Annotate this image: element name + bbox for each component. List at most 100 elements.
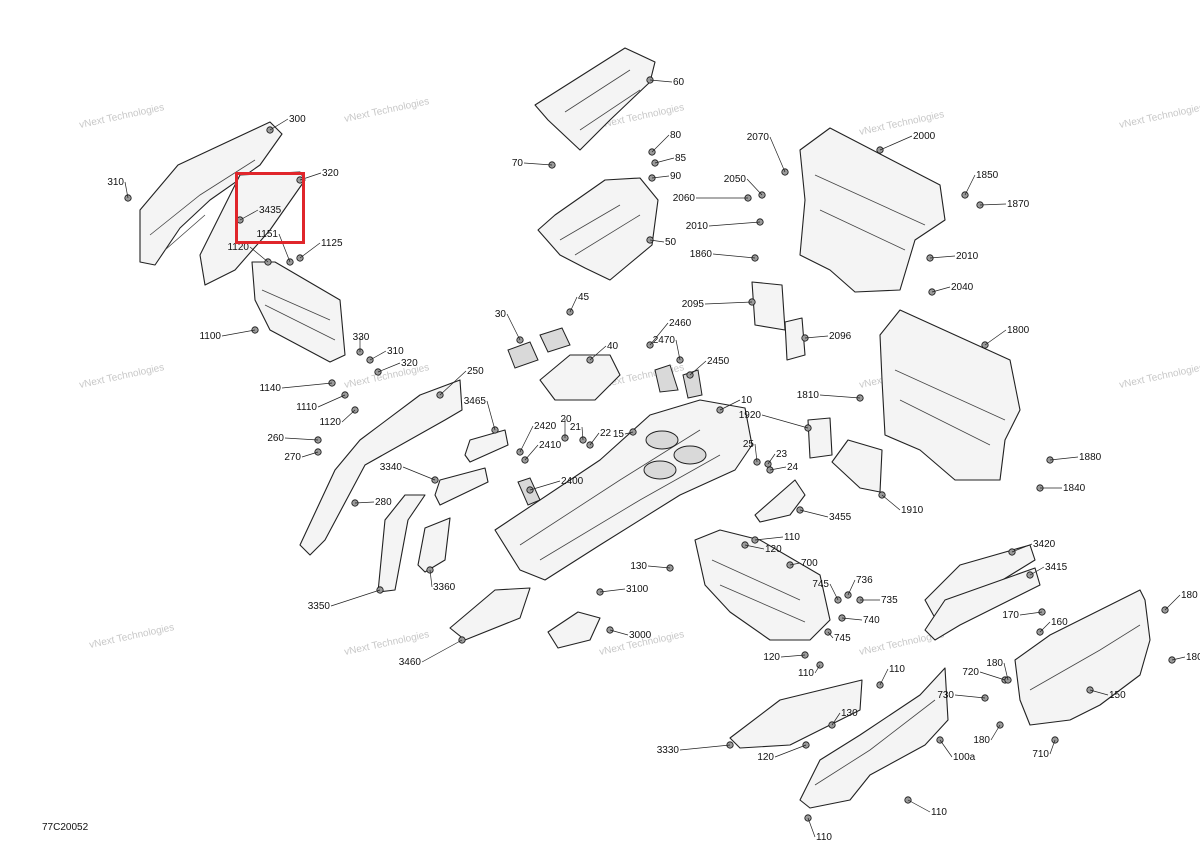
panel-1920-part — [807, 417, 833, 459]
callout-label: 1870 — [1007, 199, 1030, 210]
callout-label: 730 — [937, 690, 954, 701]
callout-label: 180 — [1181, 590, 1198, 601]
pad-3415-part — [924, 567, 1041, 641]
leader-line — [249, 246, 269, 263]
callout-label: 180 — [973, 735, 990, 746]
storage-bin-part — [537, 177, 659, 281]
callout-label: 3420 — [1033, 539, 1056, 550]
leader-line — [269, 118, 289, 131]
callout-label: 120 — [763, 652, 780, 663]
leader-line — [609, 629, 629, 636]
leader-line — [881, 494, 901, 511]
callout-label: 3100 — [626, 584, 649, 595]
callout-label: 1920 — [739, 410, 762, 421]
leader-line — [284, 437, 319, 441]
callout-label: 40 — [607, 341, 619, 352]
leader-line — [704, 301, 753, 305]
leader-line — [675, 339, 681, 361]
leader-line — [524, 444, 539, 461]
callout-label: 70 — [512, 158, 524, 169]
leader-line — [239, 209, 259, 221]
rear-wall-2000-part — [799, 127, 946, 293]
callout-label: 45 — [578, 292, 590, 303]
leader-line — [1029, 566, 1045, 576]
callout-label: 736 — [856, 575, 873, 586]
callout-label: 2060 — [673, 193, 696, 204]
callout-label: 745 — [834, 633, 851, 644]
callout-label: 24 — [787, 462, 799, 473]
leader-line — [1049, 456, 1079, 461]
callout-label: 1120 — [227, 242, 249, 253]
leader-line — [647, 565, 671, 569]
leader-line — [939, 739, 953, 758]
callout-label: 720 — [962, 667, 979, 678]
callout-label: 25 — [743, 439, 755, 450]
left-fender-part — [799, 667, 949, 809]
panel-2096-part — [784, 317, 806, 361]
callout-label: 20 — [560, 414, 572, 425]
leader-line — [624, 431, 634, 435]
callout-label: 2050 — [724, 174, 747, 185]
leader-line — [506, 313, 521, 341]
long-trim-part — [299, 379, 463, 556]
leader-line — [649, 239, 665, 243]
callout-label: 700 — [801, 558, 818, 569]
highlight-box — [235, 172, 305, 244]
leader-line — [654, 157, 675, 164]
callout-label: 740 — [863, 615, 880, 626]
right-fender-detail — [1029, 624, 1141, 691]
leader-line — [954, 694, 986, 699]
bracket-panel-part — [251, 261, 346, 363]
leader-line — [907, 799, 931, 813]
callout-label: 3415 — [1045, 562, 1068, 573]
leader-line — [589, 345, 607, 361]
panel-1910-part — [831, 439, 883, 493]
callout-label: 3465 — [464, 396, 487, 407]
watermark-text: vNext Technologies — [343, 629, 430, 658]
storage-bin-detail — [559, 204, 641, 256]
leader-line — [529, 480, 561, 491]
right-fender-part — [1014, 589, 1151, 726]
callout-label: 1880 — [1079, 452, 1102, 463]
rear-wall-2000-detail — [814, 174, 926, 251]
callout-label: 3340 — [380, 462, 403, 473]
callout-label: 60 — [673, 77, 685, 88]
leader-line — [799, 509, 829, 518]
callout-label: 2450 — [707, 356, 730, 367]
callout-label: 280 — [375, 497, 392, 508]
leader-line — [827, 631, 834, 639]
leader-line — [841, 617, 863, 621]
leader-line — [761, 414, 809, 429]
bar-3340-part — [434, 467, 489, 506]
callout-label: 170 — [1002, 610, 1019, 621]
leader-line — [581, 426, 584, 441]
callout-label: 2420 — [534, 421, 557, 432]
callout-label: 15 — [613, 429, 625, 440]
callout-label: 310 — [107, 177, 124, 188]
callout-label: 80 — [670, 130, 682, 141]
leader-line — [814, 664, 821, 674]
callout-label: 250 — [467, 366, 484, 377]
leader-line — [744, 544, 765, 550]
callout-label: 300 — [289, 114, 306, 125]
callout-label: 2410 — [539, 440, 562, 451]
leader-line — [317, 394, 346, 408]
side-panel-detail — [149, 159, 256, 251]
leader-line — [807, 817, 816, 838]
callout-label: 110 — [784, 532, 800, 543]
callout-label: 21 — [570, 422, 582, 433]
leader-line — [689, 360, 707, 376]
pad-3460-part — [449, 587, 531, 641]
callout-label: 320 — [322, 168, 339, 179]
leader-line — [769, 466, 787, 471]
callout-label: 100a — [953, 752, 976, 763]
callout-label: 1910 — [901, 505, 924, 516]
leader-line — [990, 724, 1001, 741]
callout-label: 2070 — [747, 132, 770, 143]
leader-line — [354, 501, 375, 504]
lower-tub-detail — [711, 559, 806, 623]
callout-label: 3350 — [308, 601, 331, 612]
leader-line — [1089, 689, 1109, 696]
callout-label: 735 — [881, 595, 898, 606]
leader-line — [929, 255, 956, 259]
